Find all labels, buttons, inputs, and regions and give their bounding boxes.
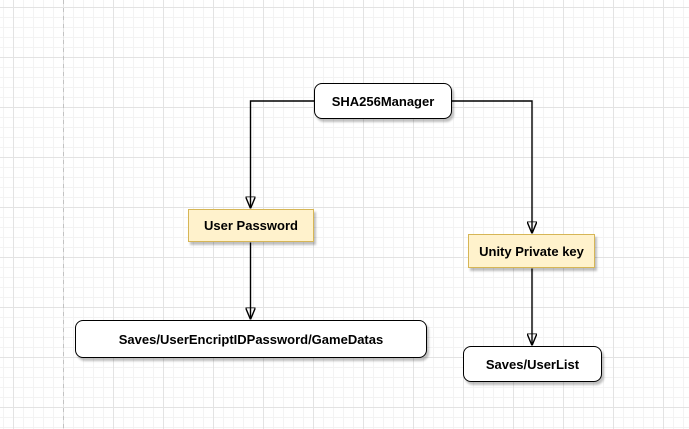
edge-sha256manager-to-user-password[interactable] (251, 100, 315, 208)
node-unity-private-key-label: Unity Private key (479, 243, 584, 259)
node-user-password[interactable]: User Password (188, 209, 314, 242)
node-user-password-label: User Password (204, 218, 298, 233)
node-sha256manager[interactable]: SHA256Manager (314, 83, 452, 119)
node-saves-userlist[interactable]: Saves/UserList (463, 346, 602, 382)
node-sha256manager-label: SHA256Manager (331, 93, 435, 109)
node-saves-userencriptidpassword-gamedatas-label: Saves/UserEncriptIDPassword/GameDatas (118, 331, 384, 347)
node-saves-userlist-label: Saves/UserList (485, 356, 580, 372)
edge-sha256manager-to-unity-private-key[interactable] (452, 100, 532, 233)
node-saves-userencriptidpassword-gamedatas[interactable]: Saves/UserEncriptIDPassword/GameDatas (75, 320, 427, 358)
node-unity-private-key[interactable]: Unity Private key (468, 234, 595, 268)
page-boundary-line (63, 0, 64, 429)
